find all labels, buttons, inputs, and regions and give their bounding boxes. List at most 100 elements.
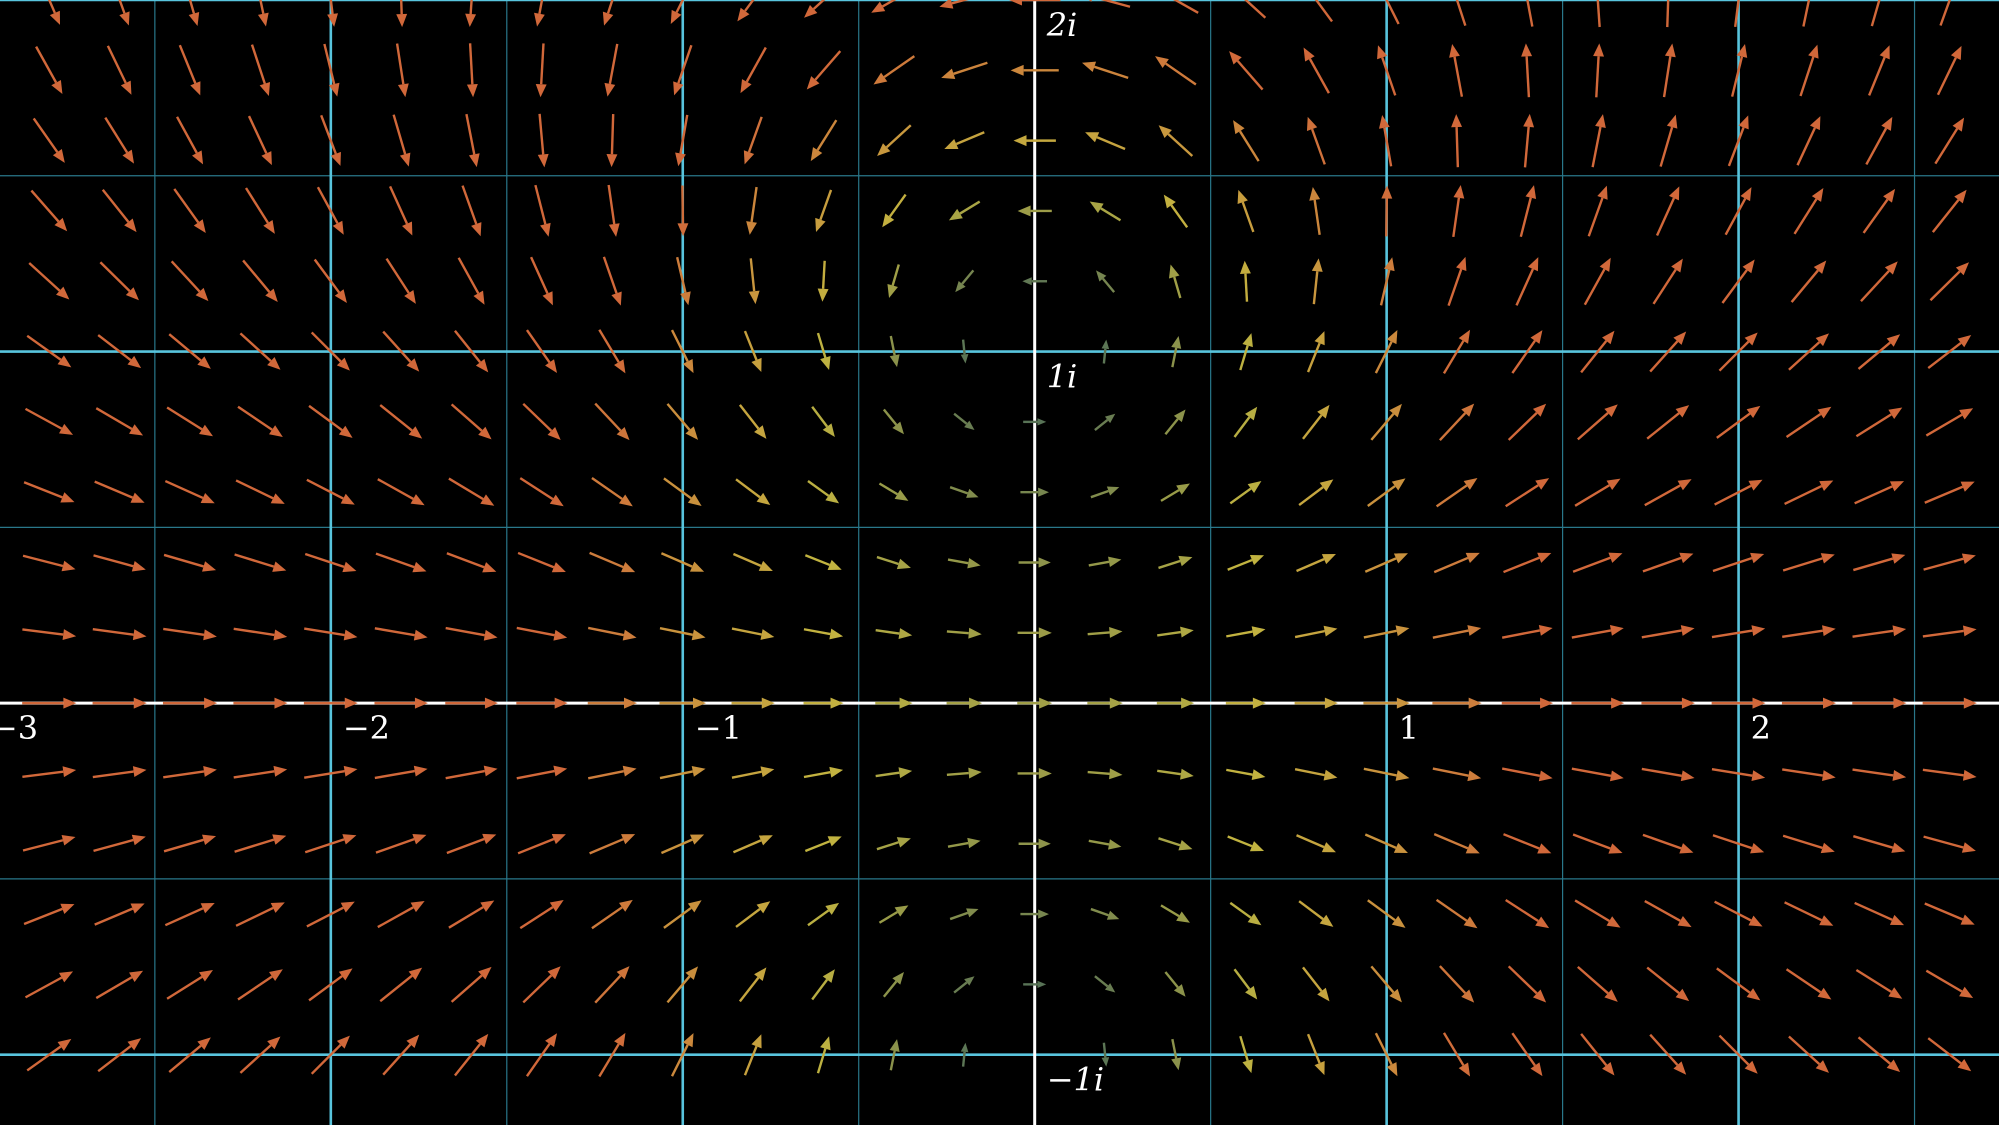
vector-arrow <box>1507 403 1547 441</box>
vector-arrow <box>1442 1032 1471 1077</box>
vector-arrow <box>101 188 137 233</box>
vector-arrow <box>811 406 835 438</box>
vector-arrow <box>24 971 74 999</box>
vector-arrow <box>1233 120 1260 162</box>
vector-arrow <box>1156 697 1195 709</box>
vector-arrow <box>1785 406 1832 439</box>
vector-arrow <box>168 1037 211 1073</box>
vector-arrow <box>1649 331 1687 373</box>
vector-arrow <box>1168 264 1182 299</box>
vector-arrow <box>1163 194 1189 229</box>
vector-arrow <box>1088 839 1122 850</box>
vector-arrow <box>95 407 144 436</box>
vector-arrow <box>953 976 975 994</box>
vector-arrow <box>450 403 492 440</box>
vector-arrow <box>1642 552 1694 573</box>
vector-arrow <box>93 834 146 853</box>
vector-arrow <box>445 765 498 780</box>
vector-arrow <box>535 43 547 98</box>
vector-arrow <box>1023 980 1047 989</box>
vector-arrow <box>1435 898 1478 929</box>
vector-arrow <box>1385 0 1400 25</box>
vector-arrow <box>95 970 144 1000</box>
vector-arrow <box>949 908 979 921</box>
vector-arrow <box>162 697 218 709</box>
vector-arrow <box>666 966 699 1004</box>
vector-arrow <box>1860 261 1898 302</box>
vector-arrow <box>1852 697 1907 709</box>
vector-arrow <box>178 44 201 96</box>
vector-arrow <box>1503 833 1552 854</box>
vector-arrow <box>946 697 983 709</box>
vector-arrow <box>1225 697 1266 709</box>
vector-arrow <box>1294 768 1338 781</box>
vector-arrow <box>1730 43 1748 97</box>
vector-arrow <box>166 969 213 1000</box>
vector-arrow <box>1646 966 1690 1002</box>
vector-arrow <box>164 479 215 504</box>
vector-arrow <box>1363 697 1410 709</box>
vector-arrow <box>607 184 620 237</box>
vector-arrow <box>659 626 706 641</box>
vector-arrow <box>382 1034 420 1076</box>
vector-arrow <box>26 334 72 368</box>
vector-arrow <box>306 478 355 505</box>
vector-arrow <box>1298 900 1334 927</box>
vector-arrow <box>1718 332 1758 372</box>
vector-arrow <box>589 551 636 573</box>
vector-arrow <box>1862 188 1896 234</box>
vector-arrow <box>817 260 829 302</box>
vector-arrow <box>1587 185 1608 237</box>
vector-arrow <box>516 626 568 641</box>
vector-arrow <box>23 481 75 503</box>
vector-arrow <box>457 257 485 305</box>
vector-arrow <box>1854 901 1905 926</box>
vector-arrow <box>732 552 773 572</box>
vector-arrow <box>670 0 685 24</box>
vector-arrow <box>250 44 271 97</box>
vector-arrow <box>1013 135 1056 147</box>
vector-arrow <box>1435 478 1478 508</box>
vector-arrow <box>1925 969 1974 999</box>
vector-arrow <box>163 553 217 572</box>
vector-arrow <box>594 402 630 441</box>
vector-arrow <box>323 43 340 97</box>
vector-arrow <box>731 766 775 779</box>
vector-arrow <box>1239 260 1251 302</box>
vector-arrow <box>163 766 217 779</box>
vector-arrow <box>878 905 909 924</box>
vector-arrow <box>807 902 840 927</box>
vector-arrow <box>735 478 771 506</box>
vector-arrow <box>1377 45 1397 96</box>
vector-arrow <box>237 405 283 438</box>
vector-arrow <box>1157 768 1194 780</box>
vector-arrow <box>1433 552 1480 574</box>
vector-arrow <box>1306 116 1326 165</box>
vector-arrow <box>320 114 341 166</box>
vector-arrow <box>465 113 480 168</box>
vector-arrow <box>1158 555 1193 570</box>
vector-arrow <box>1018 838 1051 849</box>
vector-arrow <box>26 1038 72 1072</box>
vector-arrow <box>1452 185 1465 238</box>
vector-arrow <box>1572 552 1623 573</box>
vector-arrow <box>1157 626 1194 638</box>
vector-arrow <box>1294 697 1338 709</box>
vector-arrow <box>519 477 564 507</box>
vector-arrow <box>591 477 633 507</box>
vector-arrow <box>173 188 206 233</box>
vector-arrow <box>875 628 913 639</box>
vector-arrow <box>1793 188 1824 235</box>
vector-arrow <box>804 0 826 18</box>
vector-arrow <box>738 404 767 439</box>
vector-arrow <box>304 834 357 854</box>
vector-arrow <box>748 258 760 305</box>
vector-arrow <box>875 697 913 709</box>
vector-arrow <box>22 766 77 779</box>
vector-arrow <box>1314 0 1334 23</box>
vector-arrow <box>1158 125 1194 157</box>
imaginary-tick-label: 1i <box>1047 358 1078 396</box>
vector-arrow <box>1583 257 1611 306</box>
vector-arrow <box>516 697 568 709</box>
